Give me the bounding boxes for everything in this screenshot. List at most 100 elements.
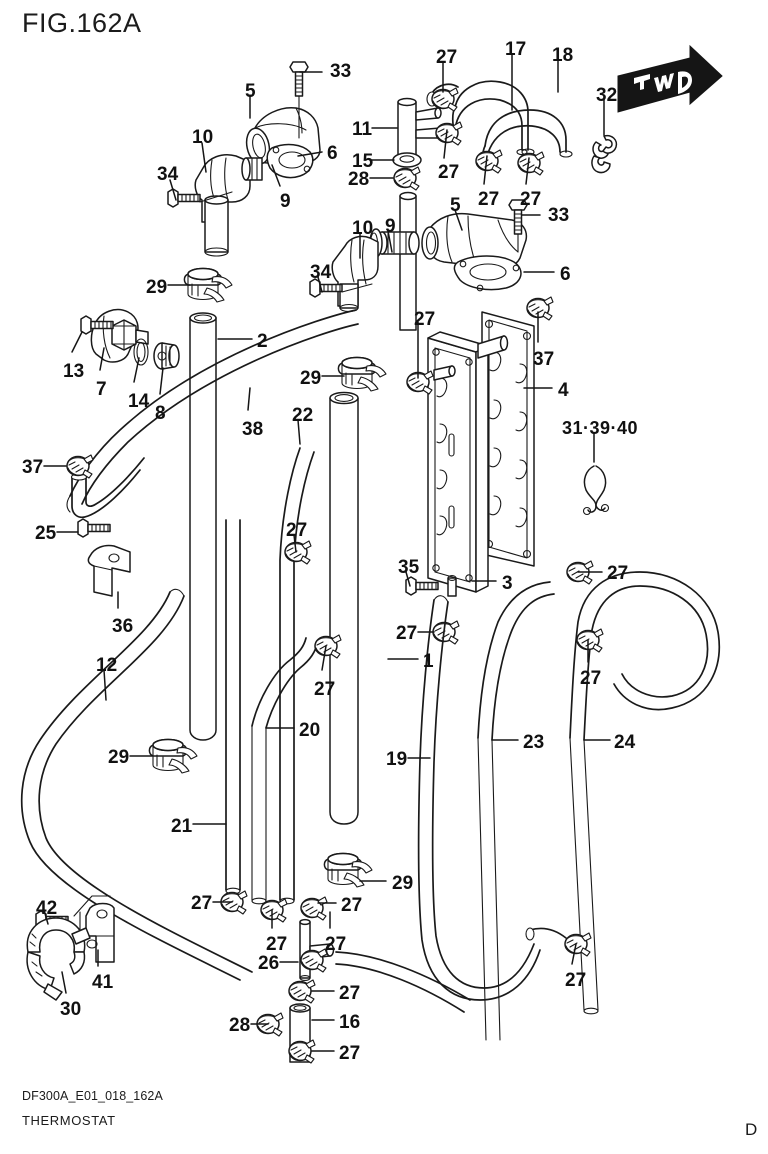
callout-number-27: 27: [341, 895, 363, 916]
callout-number-36: 36: [112, 616, 134, 637]
callout-number-37: 37: [22, 457, 44, 478]
callout-number-21: 21: [171, 816, 193, 837]
part-26-joint: [299, 896, 335, 981]
leader-line-27: [571, 943, 577, 965]
callout-number-27: 27: [191, 893, 213, 914]
hose-24: [525, 560, 720, 1015]
leader-line-34: [317, 276, 323, 293]
callout-number-27: 27: [266, 934, 288, 955]
pipe-2: [189, 312, 217, 741]
leader-line-27: [483, 155, 488, 185]
callout-number-30: 30: [60, 999, 82, 1020]
cover-and-gasket: [405, 296, 554, 645]
callout-number-42: 42: [36, 898, 58, 919]
callout-number-29: 29: [146, 277, 168, 298]
callout-number-24: 24: [614, 732, 636, 753]
callout-number-27: 27: [580, 668, 602, 689]
callout-number-18: 18: [552, 45, 574, 66]
sensor-assembly: [80, 308, 180, 370]
callout-number-27: 27: [607, 563, 629, 584]
leader-line-14: [133, 357, 140, 383]
callout-number-31-39-40: 31·39·40: [562, 418, 639, 438]
callout-number-5: 5: [450, 195, 461, 216]
callout-number-25: 25: [35, 523, 57, 544]
callout-number-17: 17: [505, 39, 527, 60]
callout-number-27: 27: [565, 970, 587, 991]
callout-number-15: 15: [352, 151, 374, 172]
callout-number-27: 27: [414, 309, 436, 330]
thermostat-housing-upper-left: [167, 61, 321, 303]
callout-number-35: 35: [398, 557, 420, 578]
footer-assembly-name: THERMOSTAT: [22, 1113, 116, 1128]
callout-number-19: 19: [386, 749, 408, 770]
callout-number-22: 22: [292, 405, 314, 426]
callout-number-10: 10: [192, 127, 214, 148]
callout-number-38: 38: [242, 419, 264, 440]
callout-number-12: 12: [96, 655, 118, 676]
leader-line-27: [293, 534, 297, 553]
leader-line-12: [103, 669, 107, 701]
callout-number-6: 6: [327, 143, 338, 164]
callout-number-1: 1: [423, 651, 434, 672]
callout-number-27: 27: [478, 189, 500, 210]
part-36-bracket: [77, 518, 131, 597]
callout-number-5: 5: [245, 81, 256, 102]
leader-line-42: [43, 909, 49, 925]
pipe-1: [323, 391, 373, 888]
callout-number-32: 32: [596, 85, 618, 106]
leader-line-35: [405, 571, 411, 587]
hose-12-21: [20, 519, 253, 981]
callout-number-26: 26: [258, 953, 280, 974]
callout-number-27: 27: [314, 679, 336, 700]
leader-line-27: [321, 645, 327, 671]
callout-number-11: 11: [352, 119, 373, 140]
leader-line-9: [387, 230, 393, 253]
hose-16: [288, 979, 316, 1064]
leader-line-38: [247, 387, 251, 411]
hose-20: [251, 634, 342, 905]
leader-line-30: [61, 971, 67, 994]
page-title: FIG.162A: [22, 8, 142, 38]
part-11-water-pipe: [392, 97, 444, 331]
leader-line-27: [525, 157, 530, 185]
callout-number-29: 29: [392, 873, 414, 894]
callout-number-37: 37: [533, 349, 555, 370]
leader-line-34: [169, 179, 177, 201]
callout-number-16: 16: [339, 1012, 361, 1033]
callout-number-27: 27: [436, 47, 458, 68]
callout-number-33: 33: [330, 61, 352, 82]
leader-line-27: [443, 129, 448, 159]
callout-number-6: 6: [560, 264, 571, 285]
callout-number-29: 29: [300, 368, 322, 389]
part-30-clamp: [26, 917, 91, 1001]
callout-number-41: 41: [92, 972, 114, 993]
callout-number-2: 2: [257, 331, 268, 352]
callout-number-34: 34: [310, 262, 332, 283]
leader-line-22: [297, 419, 301, 445]
callout-number-27: 27: [520, 189, 542, 210]
fwd-arrow-icon: [617, 44, 723, 113]
callout-number-27: 27: [339, 1043, 361, 1064]
callout-number-3: 3: [502, 573, 513, 594]
callout-number-33: 33: [548, 205, 570, 226]
footer-revision: D: [745, 1120, 758, 1139]
part-31-39-40-clip: [582, 465, 610, 516]
callout-number-9: 9: [385, 216, 396, 237]
callout-number-13: 13: [63, 361, 85, 382]
leader-line-9: [271, 164, 281, 187]
callout-number-29: 29: [108, 747, 130, 768]
callout-number-27: 27: [396, 623, 418, 644]
hose-23: [477, 581, 555, 1041]
hose-bottom-right-run: [335, 951, 471, 1013]
callout-leader-lines: [43, 53, 611, 1052]
callout-number-20: 20: [299, 720, 321, 741]
callout-number-34: 34: [157, 164, 179, 185]
part-32-clip: [591, 134, 618, 174]
leader-line-8: [159, 367, 164, 395]
leader-line-5: [454, 209, 463, 231]
leader-line-7: [99, 347, 105, 371]
part-41-bracket: [35, 895, 115, 963]
callout-number-27: 27: [286, 520, 308, 541]
